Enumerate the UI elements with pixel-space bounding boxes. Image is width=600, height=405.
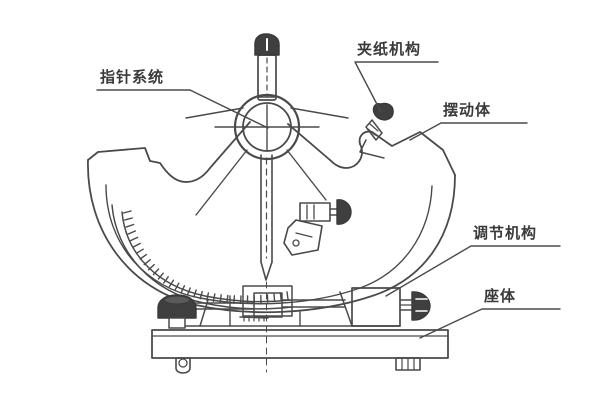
leader-pointer-system xyxy=(96,89,269,129)
label-adjusting-mechanism: 调节机构 xyxy=(473,224,538,242)
center-clamp-mechanism xyxy=(283,199,352,256)
leader-lines xyxy=(96,61,561,339)
label-base-body: 座体 xyxy=(484,287,517,305)
base-assembly xyxy=(151,285,449,374)
graduated-scale-arc xyxy=(111,204,293,310)
paper-clamp-mechanism xyxy=(359,102,394,159)
pointer-needle xyxy=(260,154,273,373)
label-paper-clamp-mechanism: 夹纸机构 xyxy=(357,40,422,58)
base-slab xyxy=(151,329,449,374)
adjusting-mechanism xyxy=(351,287,431,327)
leader-swing-body xyxy=(409,122,528,141)
leader-adjust-mech xyxy=(385,245,561,297)
label-pointer-system: 指针系统 xyxy=(100,68,165,86)
leader-base-body xyxy=(419,308,561,339)
top-shaft-assembly xyxy=(254,33,280,101)
leader-paper-clamp xyxy=(354,61,439,113)
label-swinging-body: 摆动体 xyxy=(443,101,492,119)
left-adjust-knob xyxy=(157,294,197,329)
